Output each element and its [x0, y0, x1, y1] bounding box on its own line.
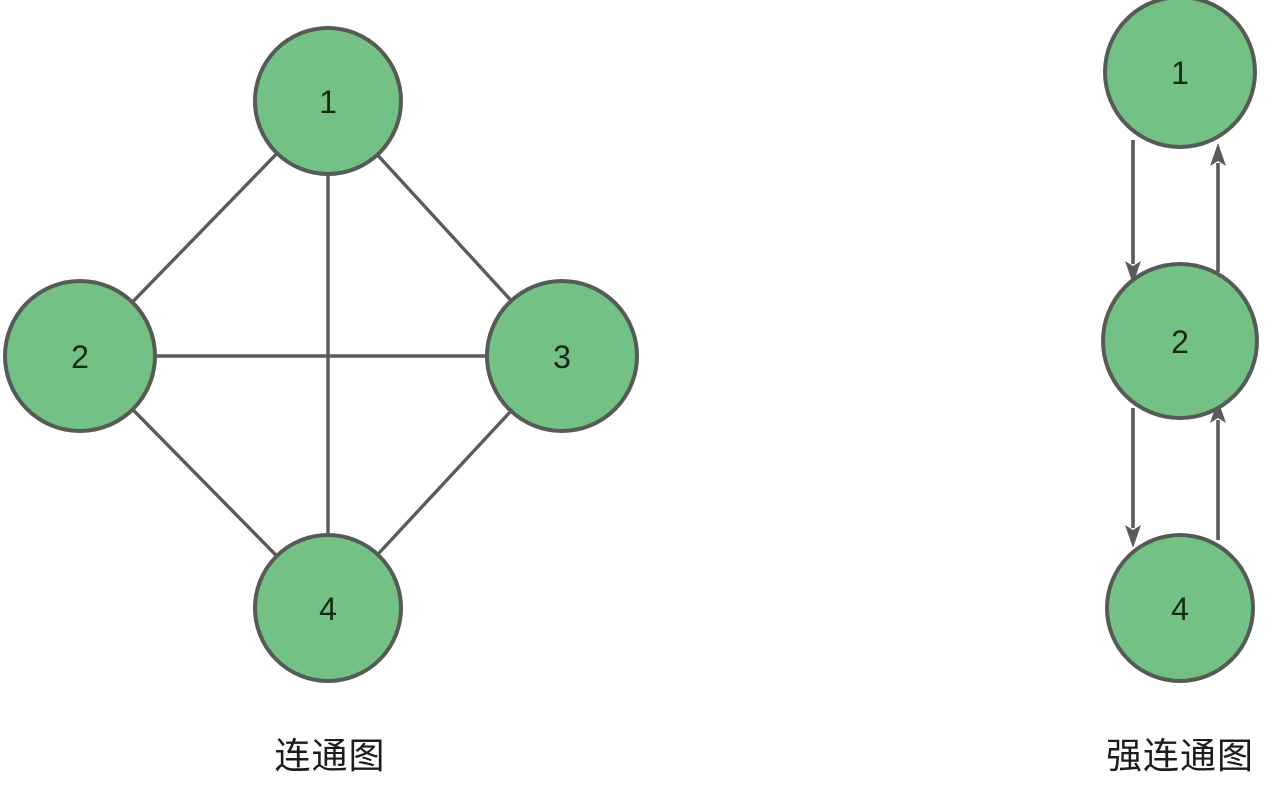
edge-1-2 — [130, 151, 280, 305]
node-label-undirected-graph-3: 3 — [553, 339, 571, 375]
caption-directed-graph: 强连通图 — [1106, 735, 1254, 776]
node-directed-graph-4[interactable] — [1105, 533, 1255, 683]
arc-1-to-2-head — [1125, 261, 1141, 284]
node-directed-graph-2[interactable] — [1101, 262, 1259, 420]
edges-layer — [130, 151, 514, 558]
node-label-directed-graph-1: 1 — [1171, 55, 1189, 91]
node-label-directed-graph-4: 4 — [1171, 591, 1189, 627]
node-undirected-graph-4[interactable] — [253, 533, 403, 683]
nodes-layer: 1 2 3 4 1 2 4 — [3, 0, 1259, 683]
node-undirected-graph-2[interactable] — [3, 279, 157, 433]
node-undirected-graph-1[interactable] — [253, 26, 403, 176]
edge-4-3 — [375, 409, 513, 557]
edge-2-4 — [130, 407, 279, 558]
arcs-layer — [1125, 140, 1226, 548]
node-undirected-graph-3[interactable] — [485, 279, 639, 433]
captions-layer: 连通图 强连通图 — [274, 735, 1254, 776]
node-directed-graph-1[interactable] — [1103, 0, 1257, 149]
edge-1-3 — [375, 152, 514, 303]
node-label-undirected-graph-1: 1 — [319, 84, 337, 120]
arc-2-to-1-head — [1210, 143, 1226, 166]
node-label-undirected-graph-2: 2 — [71, 339, 89, 375]
arc-2-to-4-head — [1125, 525, 1141, 548]
caption-undirected-graph: 连通图 — [274, 735, 385, 776]
node-label-directed-graph-2: 2 — [1171, 324, 1189, 360]
node-label-undirected-graph-4: 4 — [319, 591, 337, 627]
arc-4-to-2-head — [1210, 400, 1226, 423]
